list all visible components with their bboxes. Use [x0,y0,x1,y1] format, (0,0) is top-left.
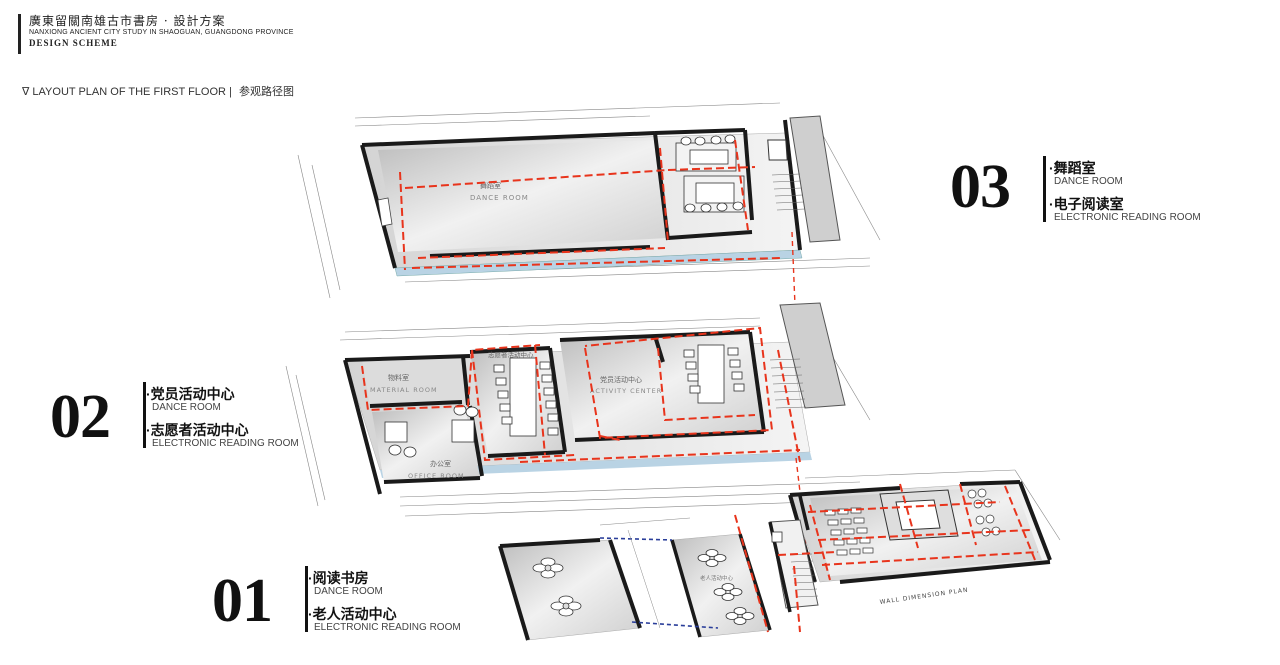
plan02-material-en: MATERIAL ROOM [370,386,438,394]
plan02-activity-en: ACTIVITY CENTER [590,387,662,395]
floor-01-divider [305,566,308,632]
section-heading: ∇ LAYOUT PLAN OF THE FIRST FLOOR | 参观路径图 [22,83,294,99]
floor-03-number: 03 [950,153,1011,221]
floor-03-room-2-en: ELECTRONIC READING ROOM [1054,212,1201,223]
document-header: 廣東留關南雄古市書房 · 設計方案 NANXIONG ANCIENT CITY … [18,14,294,54]
plan-floor-01: 老人活动中心 WALL DIMENSION PLAN [498,469,1061,641]
plan03-dance-cn: 舞蹈室 [480,181,501,190]
section-subtitle: 参观路径图 [238,86,294,98]
floor-01-room-2-en: ELECTRONIC READING ROOM [314,622,461,633]
plan02-office-cn: 办公室 [430,459,451,468]
plan-floor-02: 物料室 MATERIAL ROOM 办公室 OFFICE ROOM 党员活动中心… [285,302,871,561]
project-subtitle: NANXIONG ANCIENT CITY STUDY IN SHAOGUAN,… [29,29,294,36]
plan02-material-cn: 物料室 [388,373,409,382]
plan02-activity-cn: 党员活动中心 [600,375,642,384]
floor-02-room-1-en: DANCE ROOM [152,402,221,413]
floor-03-room-2-cn: ·电子阅读室 [1049,196,1124,212]
floor-03-divider [1043,156,1046,222]
floor-02-divider [143,382,146,448]
plan03-dance-en: DANCE ROOM [470,194,529,202]
floor-02-number: 02 [50,383,111,451]
floor-01-room-1-en: DANCE ROOM [314,586,383,597]
plan01-elder-cn: 老人活动中心 [700,574,734,582]
plan02-office-en: OFFICE ROOM [408,472,465,480]
design-scheme-label: DESIGN SCHEME [29,38,118,48]
floor-03-room-1-cn: ·舞蹈室 [1049,160,1096,176]
floor-02-room-2-cn: ·志愿者活动中心 [146,422,249,438]
project-title: 廣東留關南雄古市書房 · 設計方案 [29,14,226,28]
floor-01-room-2-cn: ·老人活动中心 [308,606,397,622]
section-title: ∇ LAYOUT PLAN OF THE FIRST FLOOR | [22,86,232,98]
floor-03-room-1-en: DANCE ROOM [1054,176,1123,187]
floor-02-room-2-en: ELECTRONIC READING ROOM [152,438,299,449]
floor-01-room-1-cn: ·阅读书房 [308,570,369,586]
plan01-wall-label: WALL DIMENSION PLAN [879,587,969,606]
plan02-volunteer-cn: 志愿者活动中心 [488,350,534,359]
plan-floor-03: 舞蹈室 DANCE ROOM [297,102,881,331]
floor-01-number: 01 [212,567,273,635]
floor-02-room-1-cn: ·党员活动中心 [146,386,235,402]
